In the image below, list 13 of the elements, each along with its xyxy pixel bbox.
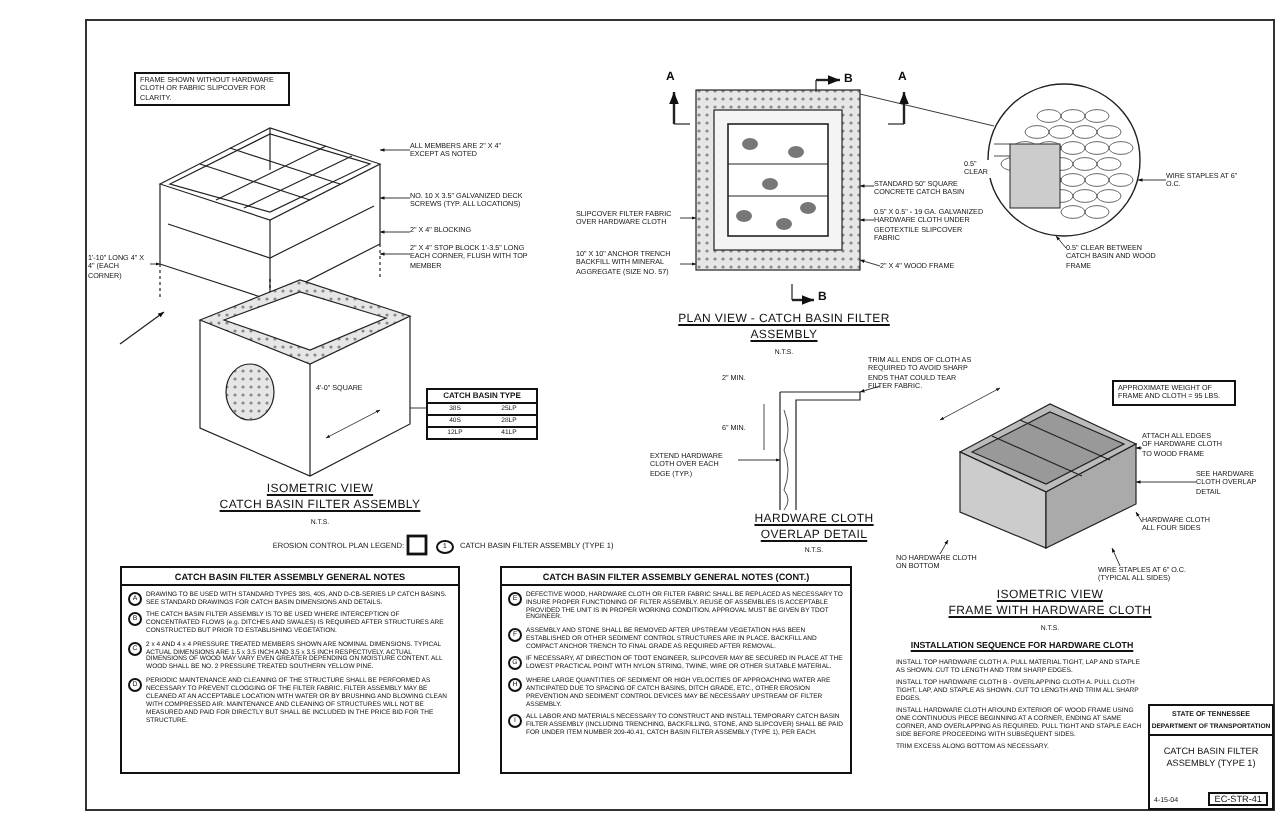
overlap-detail-drawing (779, 391, 861, 511)
hardware-cloth-frame-drawing (958, 403, 1138, 549)
leader-line (859, 93, 995, 127)
catch-basin-drawing (198, 279, 412, 477)
plan-view-drawing (695, 89, 861, 271)
notes-panel (500, 566, 852, 774)
notes-panel (120, 566, 460, 774)
detail-circle-drawing (987, 83, 1141, 237)
leader-line (1135, 446, 1143, 450)
title-block (1148, 704, 1274, 810)
leader-line (409, 407, 427, 409)
wood-frame-drawing (158, 127, 382, 301)
table (426, 388, 538, 440)
